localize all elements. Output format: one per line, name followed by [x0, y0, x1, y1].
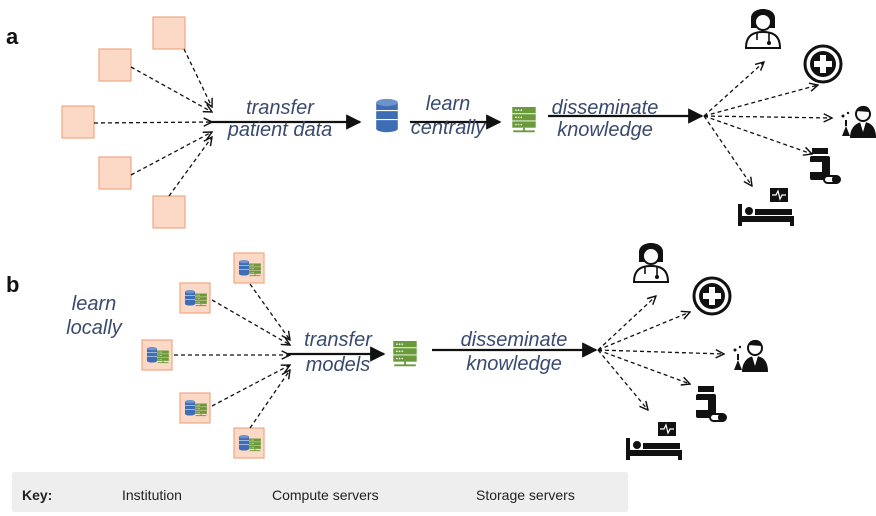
hospital-bed-icon-a	[738, 188, 794, 226]
institution-b-3-storage-icon	[146, 347, 158, 363]
institution-b-2-compute-icon	[195, 293, 207, 307]
medicine-bottle-icon-b	[696, 386, 727, 422]
scientist-icon-b	[733, 339, 768, 372]
label-b-transfer: transfer	[304, 329, 372, 351]
arrow-b-inst4	[211, 365, 290, 407]
label-b-locally: locally	[66, 317, 122, 339]
label-a-learn: learn	[425, 93, 471, 115]
arrow-a-out4	[703, 115, 812, 154]
label-b-learn: learn	[71, 293, 117, 315]
arrow-b-out1	[597, 296, 656, 351]
arrow-a-inst5	[168, 137, 212, 197]
arrow-b-out5	[597, 349, 648, 410]
arrow-a-out2	[703, 85, 818, 117]
institution-b-3-compute-icon	[157, 350, 169, 364]
institution-b-5-compute-icon	[249, 438, 261, 452]
institution-a-4	[98, 156, 132, 190]
compute-server-icon-b	[393, 341, 417, 367]
arrow-a-inst1	[183, 48, 212, 107]
label-b-disseminate: disseminate	[460, 329, 568, 351]
institution-b-4-compute-icon	[195, 403, 207, 417]
storage-server-icon-a	[376, 98, 398, 133]
label-a-transfer: transfer	[246, 97, 314, 119]
doctor-icon-a	[744, 9, 782, 49]
arrow-b-out2	[597, 312, 690, 351]
hospital-bed-icon-b	[626, 422, 682, 460]
arrow-b-out3	[597, 350, 724, 354]
label-a-knowledge: knowledge	[557, 119, 653, 141]
compute-server-icon-a	[512, 107, 536, 133]
arrow-a-inst3	[93, 122, 212, 123]
label-b-knowledge: knowledge	[466, 353, 562, 375]
arrow-b-out4	[597, 349, 690, 384]
arrow-a-inst2	[130, 66, 212, 112]
arrow-b-inst2	[211, 299, 290, 345]
label-a-patient-data: patient data	[227, 119, 333, 141]
arrow-b-inst1	[249, 283, 290, 340]
arrow-a-out5	[703, 115, 752, 186]
medical-cross-icon-b	[692, 276, 732, 316]
institution-a-2	[98, 48, 132, 82]
medical-cross-icon-a	[803, 44, 843, 84]
key-institution-label: Institution	[122, 487, 182, 503]
institution-a-1	[152, 16, 186, 50]
key-compute-label: Compute servers	[272, 487, 379, 503]
label-a-centrally: centrally	[410, 117, 486, 139]
key-bar	[12, 472, 628, 512]
key-title: Key:	[22, 487, 53, 503]
arrow-a-inst4	[130, 132, 212, 176]
institution-a-5	[152, 195, 186, 229]
arrow-a-out3	[703, 116, 832, 118]
medicine-bottle-icon-a	[810, 148, 841, 184]
panel-a-letter: a	[6, 24, 19, 49]
arrow-b-inst5	[249, 370, 290, 429]
institution-b-2-storage-icon	[184, 290, 196, 306]
institution-a-3	[61, 105, 95, 139]
doctor-icon-b	[632, 243, 670, 283]
label-a-disseminate: disseminate	[551, 97, 659, 119]
institution-b-5-storage-icon	[238, 435, 250, 451]
label-b-models: models	[305, 354, 371, 376]
scientist-icon-a	[841, 105, 876, 138]
institution-b-4-storage-icon	[184, 400, 196, 416]
institution-b-1-compute-icon	[249, 263, 261, 277]
panel-b-letter: b	[6, 272, 20, 297]
institution-b-1-storage-icon	[238, 260, 250, 276]
key-storage-label: Storage servers	[476, 487, 575, 503]
